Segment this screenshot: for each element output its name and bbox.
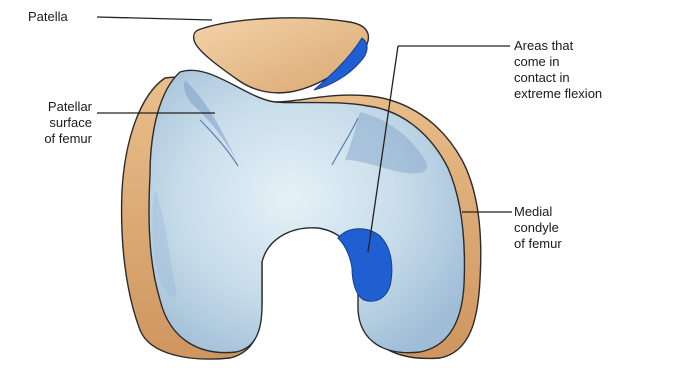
label-contact-areas: Areas that come in contact in extreme fl… [514, 38, 602, 102]
label-medial-condyle: Medial condyle of femur [514, 204, 562, 252]
leader-patella [97, 17, 212, 20]
label-patellar-surface: Patellar surface of femur [14, 99, 92, 147]
label-patella: Patella [28, 9, 68, 25]
